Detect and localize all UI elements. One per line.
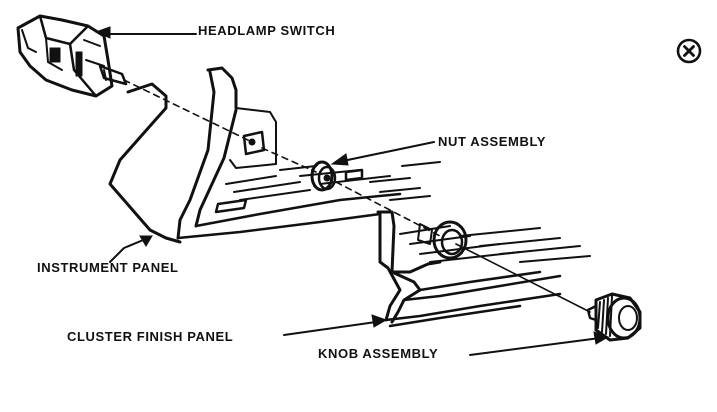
cluster-finish-panel-part	[376, 210, 591, 328]
label-nut-assembly: NUT ASSEMBLY	[438, 134, 547, 149]
close-button[interactable]	[674, 36, 704, 66]
leader-lines	[94, 26, 610, 356]
headlamp-switch-part	[16, 14, 128, 98]
nut-assembly-part	[310, 160, 337, 192]
label-cluster-finish-panel: CLUSTER FINISH PANEL	[67, 329, 234, 344]
close-icon	[676, 38, 702, 64]
instrument-panel-part	[108, 66, 441, 244]
label-knob-assembly: KNOB ASSEMBLY	[318, 346, 439, 361]
label-headlamp-switch: HEADLAMP SWITCH	[198, 23, 336, 38]
alignment-axis	[123, 79, 591, 313]
label-instrument-panel: INSTRUMENT PANEL	[37, 260, 179, 275]
knob-assembly-part	[586, 292, 642, 342]
